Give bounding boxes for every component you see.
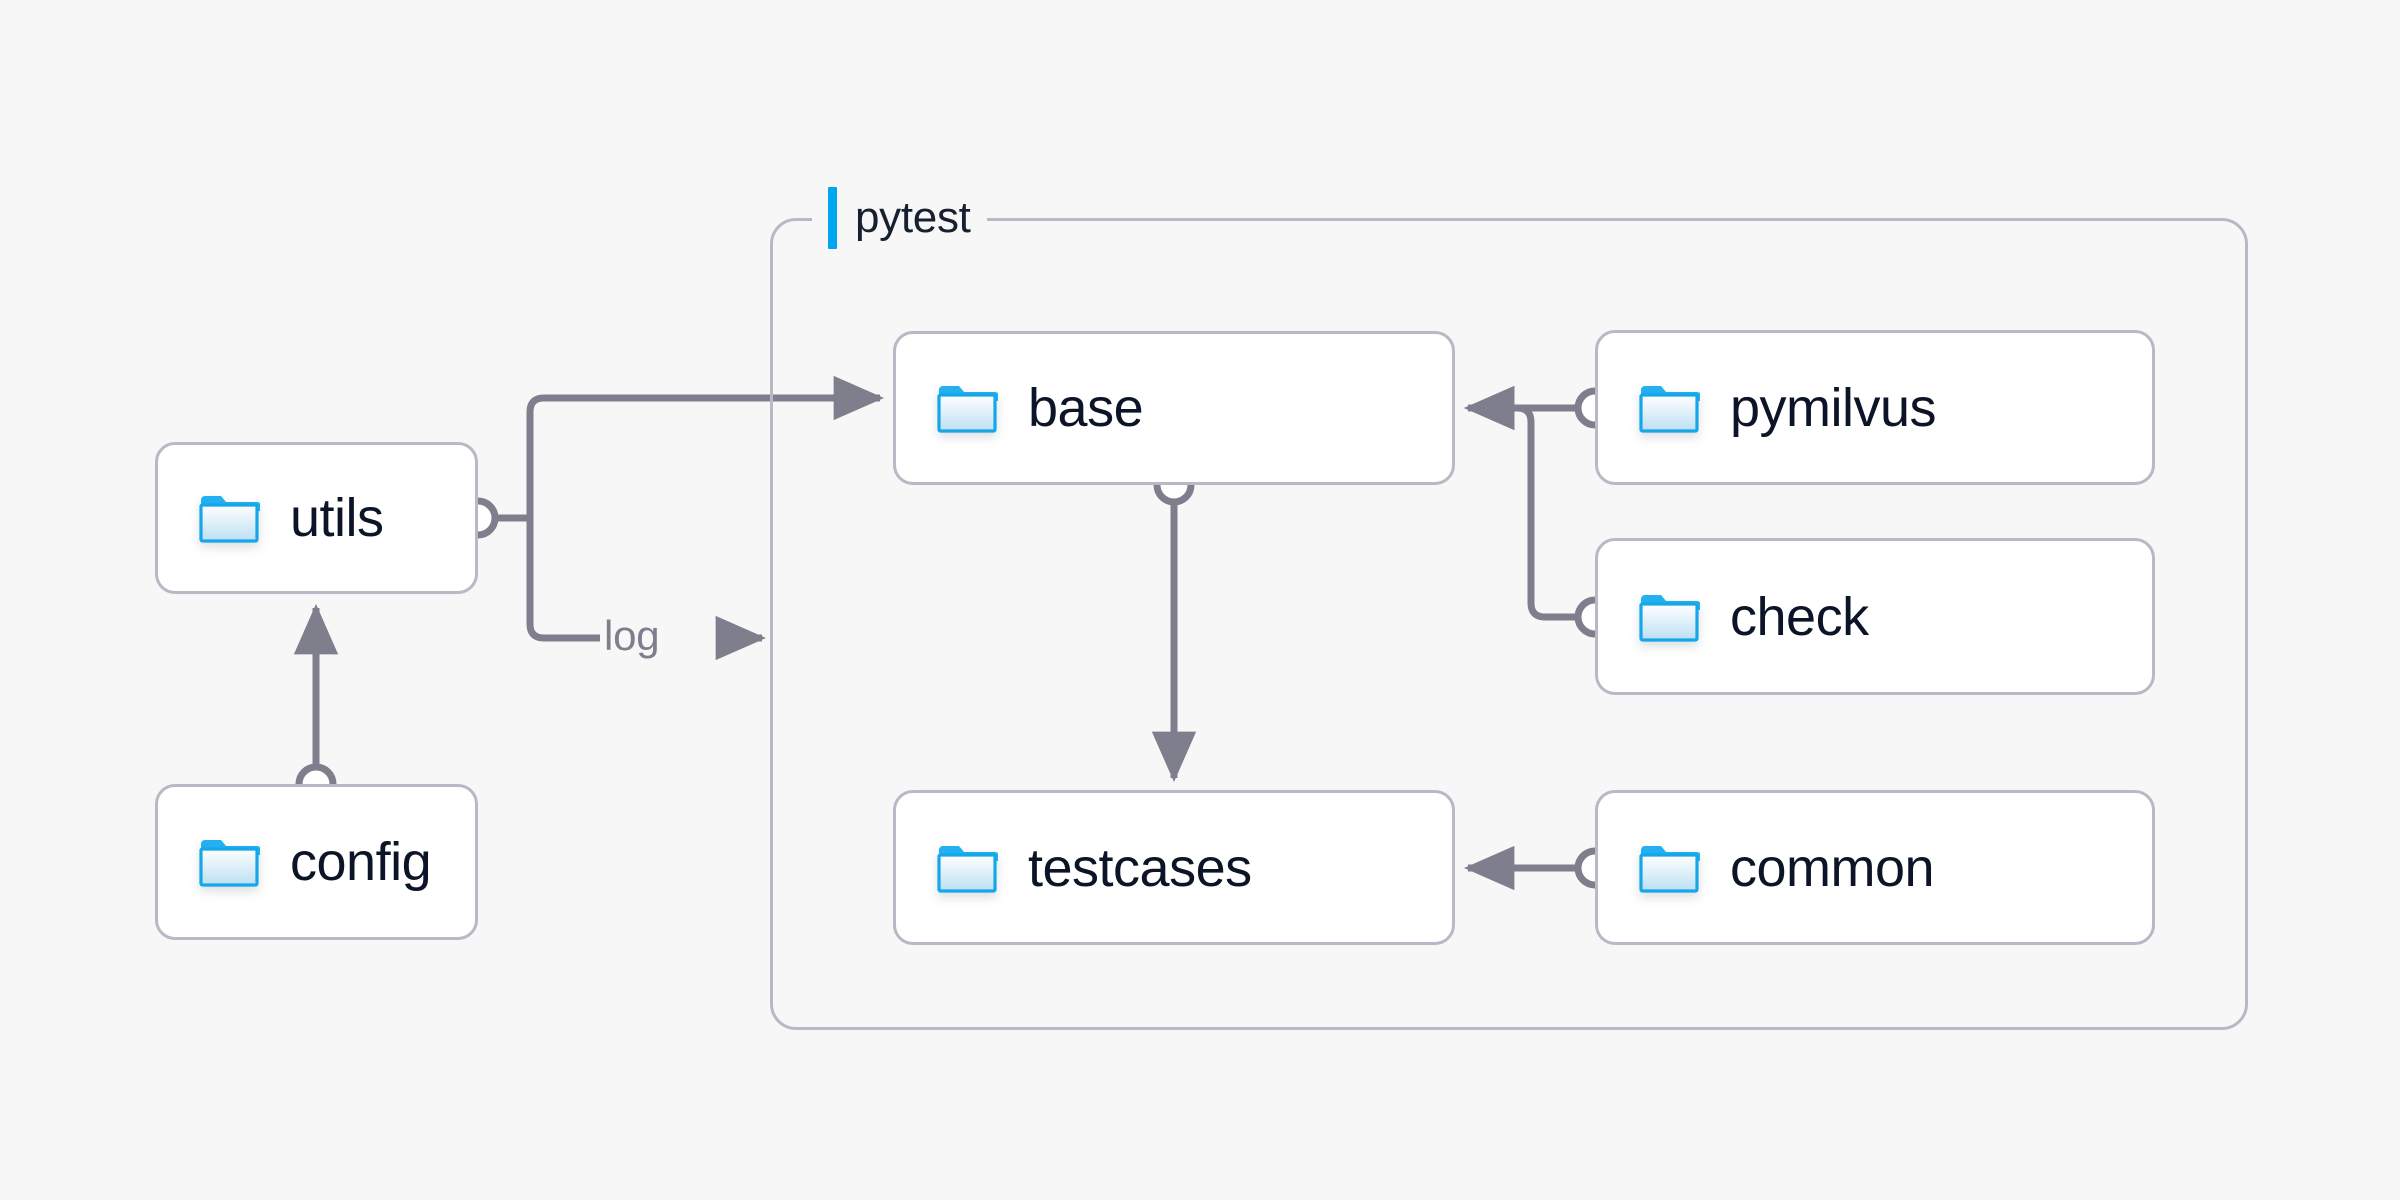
folder-icon	[936, 382, 998, 434]
node-common[interactable]: common	[1595, 790, 2155, 945]
node-utils[interactable]: utils	[155, 442, 478, 594]
node-pymilvus[interactable]: pymilvus	[1595, 330, 2155, 485]
folder-icon	[198, 836, 260, 888]
folder-icon	[936, 842, 998, 894]
pytest-group-label: pytest	[812, 187, 987, 249]
node-label: check	[1730, 586, 1869, 647]
edge-label-log: log	[604, 612, 660, 659]
folder-icon	[1638, 842, 1700, 894]
node-label: utils	[290, 488, 384, 548]
node-base[interactable]: base	[893, 331, 1455, 485]
node-testcases[interactable]: testcases	[893, 790, 1455, 945]
node-check[interactable]: check	[1595, 538, 2155, 695]
accent-bar-icon	[828, 187, 837, 249]
pytest-group-label-text: pytest	[855, 193, 971, 242]
folder-icon	[1638, 591, 1700, 643]
node-label: config	[290, 832, 432, 892]
folder-icon	[198, 492, 260, 544]
node-label: testcases	[1028, 837, 1252, 898]
node-label: pymilvus	[1730, 377, 1937, 438]
folder-icon	[1638, 382, 1700, 434]
node-label: common	[1730, 837, 1935, 898]
pytest-group-container[interactable]	[770, 218, 2248, 1030]
node-config[interactable]: config	[155, 784, 478, 940]
node-label: base	[1028, 378, 1144, 438]
